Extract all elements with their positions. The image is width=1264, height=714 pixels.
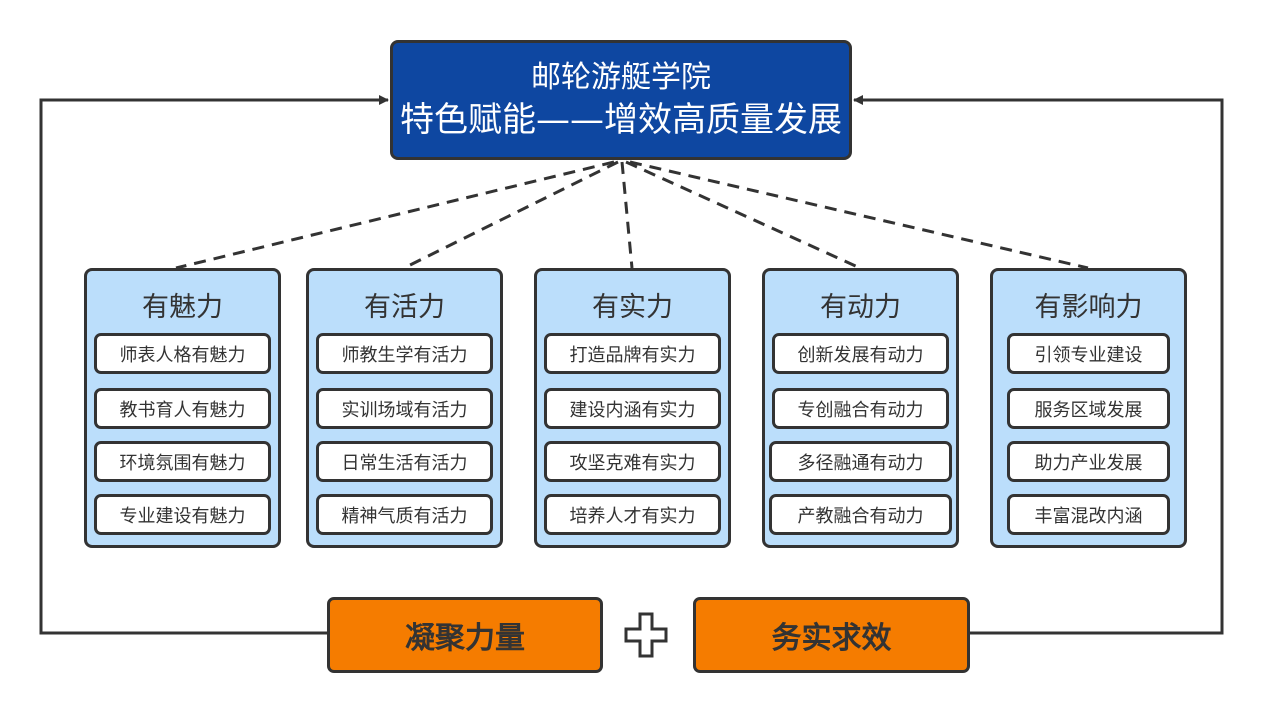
category-drive: 有动力 创新发展有动力 专创融合有动力 多径融通有动力 产教融合有动力 [762,268,959,548]
dashed-connector-1 [175,160,615,270]
main-goal-title: 邮轮游艇学院 [531,60,711,95]
plus-icon [624,612,668,658]
category-item: 引领专业建设 [1007,333,1170,374]
category-item: 专业建设有魅力 [94,494,271,535]
right-feedback-arrow [853,95,1224,635]
pragmatic-results-box: 务实求效 [693,597,970,673]
category-item: 专创融合有动力 [772,388,949,429]
category-item: 建设内涵有实力 [544,388,721,429]
category-item: 师表人格有魅力 [94,333,271,374]
category-item: 助力产业发展 [1007,441,1170,482]
category-item: 产教融合有动力 [769,494,952,535]
dashed-connector-2 [403,160,619,270]
category-item: 攻坚克难有实力 [544,441,721,482]
dashed-connector-3 [620,161,634,269]
category-influence: 有影响力 引领专业建设 服务区域发展 助力产业发展 丰富混改内涵 [990,268,1187,548]
category-strength: 有实力 打造品牌有实力 建设内涵有实力 攻坚克难有实力 培养人才有实力 [534,268,731,548]
left-feedback-arrow [39,95,389,635]
category-charm: 有魅力 师表人格有魅力 教书育人有魅力 环境氛围有魅力 专业建设有魅力 [84,268,281,548]
dashed-connector-5 [629,160,1089,270]
category-item: 环境氛围有魅力 [94,441,271,482]
main-goal-subtitle: 特色赋能——增效高质量发展 [400,100,842,140]
category-item: 教书育人有魅力 [94,388,271,429]
category-title: 有魅力 [142,292,223,323]
category-item: 多径融通有动力 [769,441,952,482]
category-item: 创新发展有动力 [772,333,949,374]
main-goal-box: 邮轮游艇学院 特色赋能——增效高质量发展 [390,40,852,160]
category-title: 有活力 [364,292,445,323]
category-title: 有影响力 [1034,292,1143,323]
category-item: 师教生学有活力 [316,333,493,374]
category-item: 打造品牌有实力 [544,333,721,374]
gather-strength-box: 凝聚力量 [327,597,603,673]
category-item: 日常生活有活力 [316,441,493,482]
category-item: 精神气质有活力 [316,494,493,535]
category-item: 丰富混改内涵 [1007,494,1170,535]
category-title: 有动力 [820,292,901,323]
category-item: 服务区域发展 [1007,388,1170,429]
category-vitality: 有活力 师教生学有活力 实训场域有活力 日常生活有活力 精神气质有活力 [306,268,503,548]
category-title: 有实力 [592,292,673,323]
category-item: 实训场域有活力 [316,388,493,429]
dashed-connector-4 [625,160,861,270]
category-item: 培养人才有实力 [544,494,721,535]
